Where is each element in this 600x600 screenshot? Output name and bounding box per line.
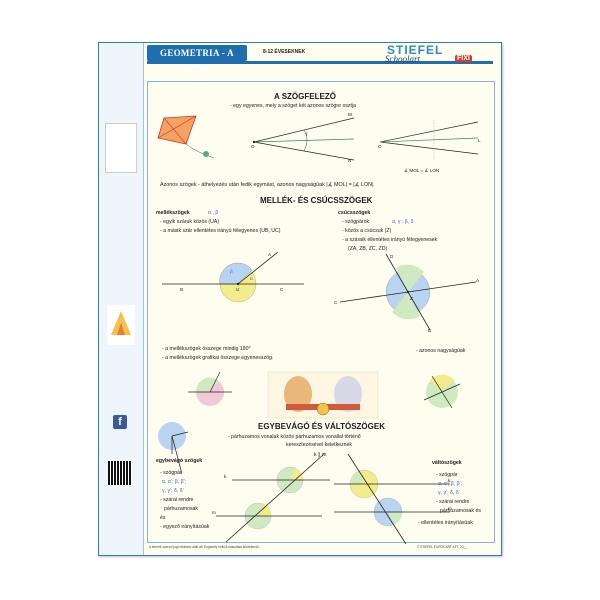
alt-line-1: - szögpár [436,472,458,478]
vertical-angles-diagram [339,253,477,331]
label-L-2: L [478,138,481,143]
brand-badge: FIXI [455,55,472,62]
kite-icon [157,115,215,159]
corresponding-angles-diagram [216,453,330,543]
corr-label-k: k [224,474,227,479]
brand-bottom: Schoolart [385,54,420,64]
adj-line-3: - a mellékszögek összege mindig 180° [162,346,251,352]
header-rule [147,61,493,64]
vert-line-1: - szögpárok [342,219,370,225]
label-f-1: f [306,132,308,137]
sec3-parallel: k ∥ m [314,452,327,458]
vert-line-5: - azonos nagyságúak [416,348,466,354]
vert-label-C: C [334,300,338,305]
alt-title: váltószögek [432,460,462,466]
sec2-title: MELLÉK- ÉS CSÚCSSZÖGEK [260,196,373,205]
adj-label-alpha: α [250,276,253,281]
vert-title: csúcsszögek [338,210,371,216]
triangle-logo-icon [111,311,131,335]
adj-label-A: A [268,252,272,257]
angle-eq: ∡ MOL = ∡ LON [404,168,440,173]
adjacent-angles-diagram [162,251,304,303]
bisector-diagram-1 [252,117,355,161]
corner-circle-diagram [158,422,189,475]
adj-label-U: U [236,287,240,292]
poster: f GEOMETRIA - A SZÖG 8-12 ÉVESEKNEK STIE… [98,42,502,556]
alt-line-4: - szárai rendre [436,499,470,505]
corr-line-6: és [160,515,166,521]
qr-code-icon [108,461,132,485]
content-frame: A SZÖGFELEZŐ - egy egyenes, mely a szöge… [147,81,495,545]
vert-label-A: A [476,278,480,283]
equal-angles-text: Azonos szögek - áthelyezés után fedik eg… [160,182,374,188]
adj-line-1: - egyik száruk közös (UA) [160,219,220,225]
kite-illustration [156,114,218,160]
facebook-icon: f [113,415,127,429]
corr-line-4: - szárai rendre [160,497,194,503]
vert-line-2: - közös a csúcsuk (Z) [342,228,392,234]
label-O-1: O [251,144,255,149]
sidebar-logo-block [107,305,135,345]
sec3-line-1: - párhuzamos vonalak közös párhuzamos vo… [228,434,361,440]
sec3-title: EGYBEVÁGÓ ÉS VÁLTÓSZÖGEK [258,422,385,431]
age-label: 8-12 ÉVESEKNEK [263,49,306,55]
adj-line-2: - a másik szár ellentétes irányú félegye… [160,228,281,234]
sidebar-qr-block [105,123,137,173]
footer-right: © STIEFEL EUROCART KFT. 20__ [417,545,468,549]
vert-greek: α, γ ; β, δ [392,219,414,225]
adj-line-4: - a mellékszögek grafikai összege egyene… [162,355,274,361]
alt-label-m: m [448,506,452,511]
alt-line-2: α, α'; β, β'; [438,481,463,487]
adj-title: mellékszögek [156,210,190,216]
label-M-1: M [348,112,352,117]
page-title: GEOMETRIA - A SZÖG [147,45,247,74]
sec1-title: A SZÖGFELEZŐ [274,92,336,101]
adj-greek: α , β [208,210,219,216]
alt-label-k: k [448,478,451,483]
alt-line-6: - ellentétes irányításúak [418,520,473,526]
adj-label-B: B [180,287,184,292]
alt-line-5: párhuzamosak és [440,508,481,514]
sec1-desc: - egy egyenes, mely a szöget két azonos … [230,103,357,109]
vert-line-3: - a száraik ellentétes irányú félegyenes… [342,237,438,243]
corr-title: egybevágó szögek [156,458,203,464]
vert-label-B: B [428,328,432,333]
label-O-2: O [378,144,382,149]
corr-label-m: m [212,510,216,515]
brand-top: STIEFEL [387,43,444,57]
corr-line-1: - szögpár [160,470,182,476]
corr-line-5: párhuzamosak [164,506,199,512]
vert-label-Z: Z [410,296,413,301]
footer-left: A termék szerzői jogi védelem alatt áll.… [149,545,260,549]
adj-label-C: C [280,287,284,292]
corr-line-3: γ, γ'; δ, δ' [162,488,184,494]
alternate-angles-diagram [334,453,450,545]
alt-line-3: γ, γ'; δ, δ' [438,490,460,496]
adj-label-beta: β [230,269,233,274]
sec3-line-2: keresztezésével keletkeznek [286,442,353,448]
sidebar: f [99,43,144,555]
corr-line-7: - egyező irányításúak [160,524,210,530]
header: GEOMETRIA - A SZÖG 8-12 ÉVESEKNEK STIEFE… [143,43,501,74]
vert-label-D: D [390,254,394,259]
vert-line-4: (ZA, ZB, ZC, ZD) [348,246,388,252]
label-N-1: N [348,158,352,163]
corr-line-2: α, α'; β, β'; [162,479,187,485]
bisector-diagram-2 [379,120,479,160]
illustration-row [188,371,461,419]
brand-logo: STIEFEL Schoolart FIXI [379,43,497,67]
